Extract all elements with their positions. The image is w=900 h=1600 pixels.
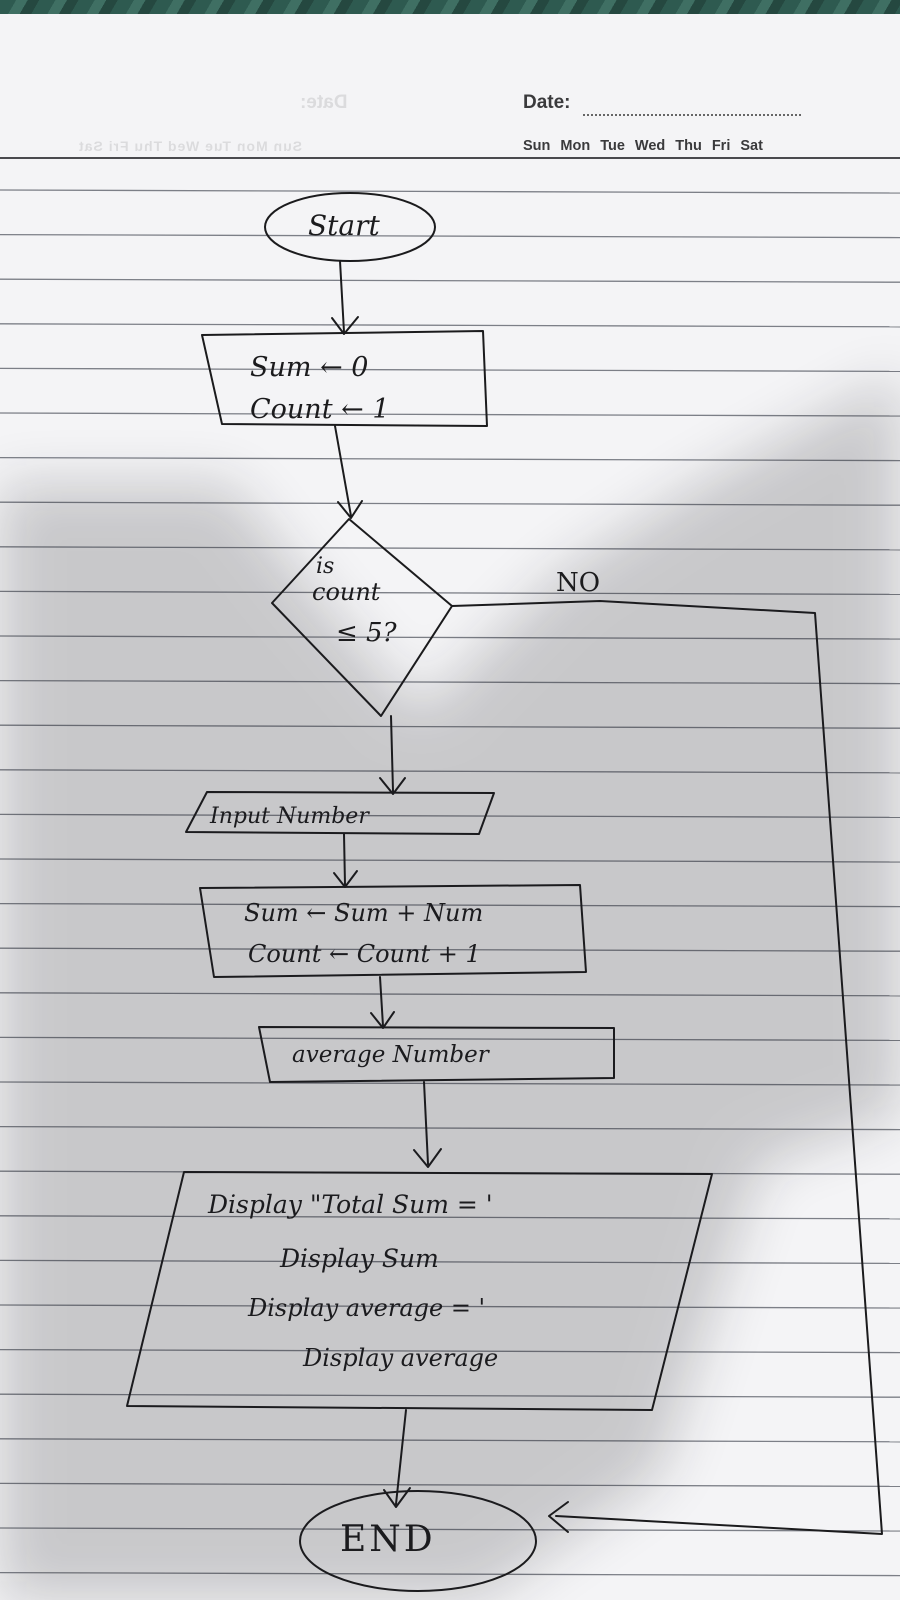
update-line-count: Count ← Count + 1 bbox=[248, 940, 481, 968]
header-rule bbox=[0, 157, 900, 159]
update-line-sum: Sum ← Sum + Num bbox=[244, 899, 484, 927]
day-fri: Fri bbox=[711, 138, 731, 154]
day-thu: Thu bbox=[675, 138, 702, 154]
ruled-line bbox=[0, 367, 900, 373]
notebook-page: Date: Sun Mon Tue Wed Thu Fri Sat Date: … bbox=[0, 14, 900, 1600]
date-line bbox=[583, 114, 801, 116]
display-line-2: Display Sum bbox=[280, 1244, 439, 1273]
start-terminator bbox=[264, 192, 436, 262]
ruled-line bbox=[0, 233, 900, 239]
day-wed: Wed bbox=[634, 138, 666, 154]
arrow-average-to-display bbox=[413, 1081, 442, 1168]
init-line-sum: Sum ← 0 bbox=[250, 352, 369, 383]
ruled-line bbox=[0, 323, 900, 328]
arrow-init-to-decision bbox=[334, 425, 363, 519]
arrow-input-to-update bbox=[333, 833, 358, 888]
display-line-3: Display average = ' bbox=[248, 1294, 486, 1322]
day-tue: Tue bbox=[600, 138, 625, 154]
start-label: Start bbox=[308, 209, 380, 242]
decision-line-condition: ≤ 5? bbox=[336, 618, 397, 648]
ruled-line bbox=[0, 278, 900, 283]
decision-line-count: count bbox=[312, 578, 381, 606]
day-sat: Sat bbox=[740, 138, 763, 154]
weekday-row: Sun Mon Tue Wed Thu Fri Sat bbox=[523, 138, 763, 154]
no-branch-line bbox=[451, 600, 883, 1535]
arrow-update-to-average bbox=[370, 976, 395, 1029]
end-label: END bbox=[340, 1519, 436, 1560]
average-label: average Number bbox=[292, 1042, 489, 1068]
display-line-1: Display "Total Sum = ' bbox=[208, 1190, 493, 1219]
page-header: Date: Sun Mon Tue Wed Thu Fri Sat Date: … bbox=[0, 14, 900, 164]
day-sun: Sun bbox=[523, 138, 551, 154]
decision-line-is: is bbox=[316, 554, 335, 579]
day-mon: Mon bbox=[560, 138, 591, 154]
arrow-decision-to-input bbox=[379, 715, 406, 795]
date-label: Date: bbox=[523, 92, 571, 113]
arrow-start-to-init bbox=[331, 260, 359, 335]
display-line-4: Display average bbox=[303, 1344, 499, 1372]
init-line-count: Count ← 1 bbox=[250, 394, 390, 425]
ruled-line bbox=[0, 189, 900, 194]
no-label: NO bbox=[556, 568, 601, 598]
input-label: Input Number bbox=[210, 804, 369, 829]
